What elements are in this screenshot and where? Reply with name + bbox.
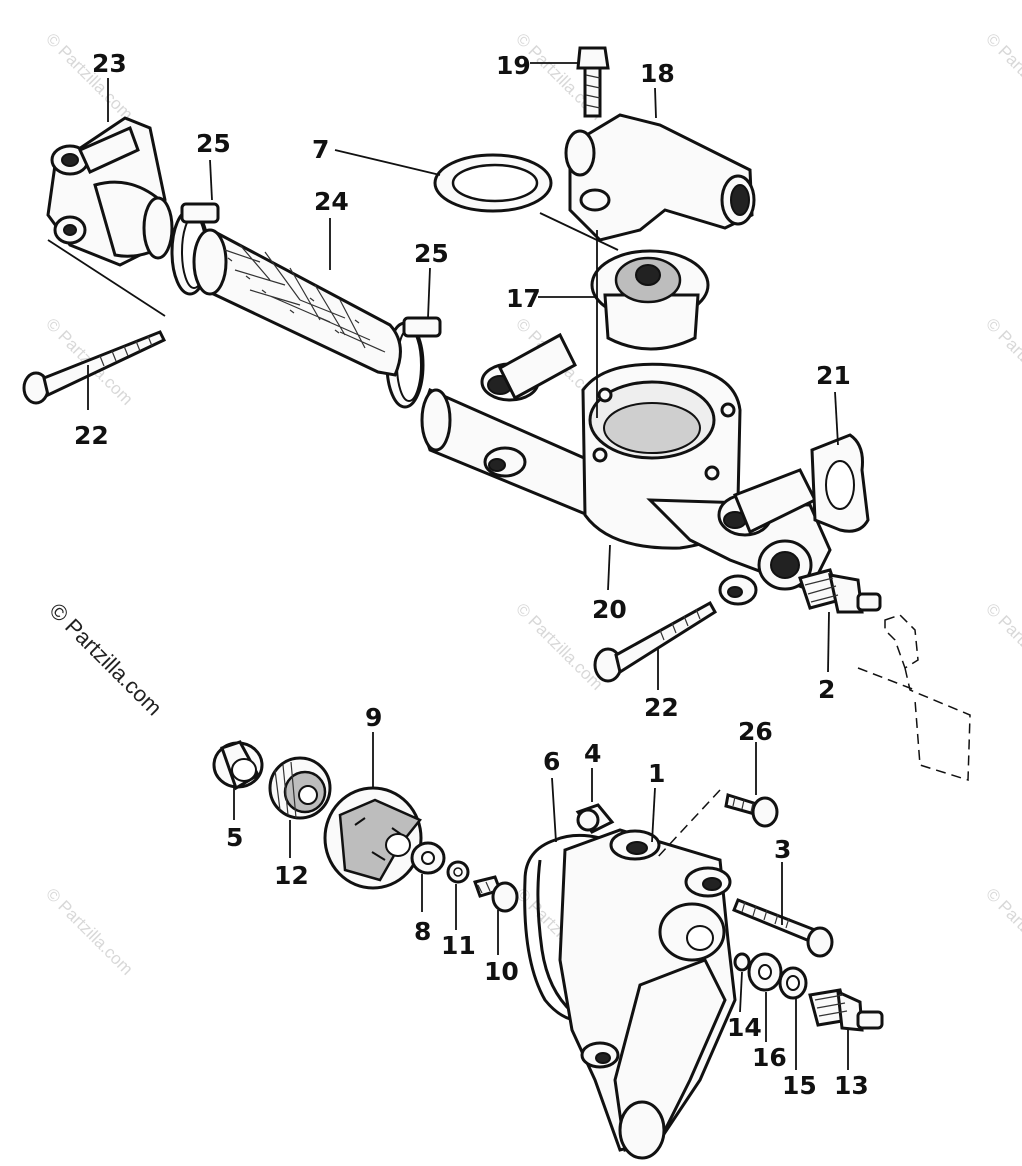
callout-4: 4	[584, 739, 601, 768]
callout-labels: 23 25 24 25 7 19 18 17 21 22 20 22 2 9 2…	[74, 49, 869, 1100]
thermostat-cover-18	[564, 113, 756, 242]
callout-26: 26	[738, 717, 773, 746]
callout-24: 24	[314, 187, 349, 216]
thermostat-gasket-7	[433, 153, 553, 213]
bolt-22-right	[593, 600, 717, 683]
leader-lines	[47, 62, 849, 1070]
impeller-9	[323, 786, 423, 890]
sensor-wire-dashed	[884, 614, 971, 782]
callout-16: 16	[752, 1043, 787, 1072]
bolt-3	[732, 898, 834, 958]
callout-7: 7	[312, 135, 329, 164]
main-watermark: © Partzilla.com	[44, 598, 167, 721]
callout-22-left: 22	[74, 421, 109, 450]
dowel-pin-4	[575, 803, 615, 834]
callout-25-left: 25	[196, 129, 231, 158]
watermark: © Partzilla.com	[982, 314, 1022, 408]
callout-11: 11	[441, 931, 476, 960]
callout-5: 5	[226, 823, 243, 852]
watermark: © Partzilla.com	[982, 599, 1022, 693]
watermark: © Partzilla.com	[982, 29, 1022, 123]
callout-10: 10	[484, 957, 519, 986]
callout-20: 20	[592, 595, 627, 624]
washer-8	[410, 841, 446, 875]
washer-14	[733, 952, 751, 972]
callout-1: 1	[648, 759, 665, 788]
drain-bolt-13	[808, 988, 884, 1032]
callout-17: 17	[506, 284, 541, 313]
water-pipe-20	[420, 332, 832, 606]
water-hose-24	[192, 228, 402, 377]
callout-15: 15	[782, 1071, 817, 1100]
water-pump-body-1	[558, 828, 737, 1160]
sensor-leader-dashed	[857, 667, 916, 691]
callout-18: 18	[640, 59, 675, 88]
callout-19: 19	[496, 51, 531, 80]
callout-8: 8	[414, 917, 431, 946]
callout-25-right: 25	[414, 239, 449, 268]
mechanical-seal-12	[268, 756, 332, 820]
watermark: © Partzilla.com	[982, 884, 1022, 978]
bolt-19	[576, 46, 610, 118]
callout-22-right: 22	[644, 693, 679, 722]
bolt-10	[473, 875, 519, 913]
callout-13: 13	[834, 1071, 869, 1100]
callout-12: 12	[274, 861, 309, 890]
temperature-sensor-2	[798, 568, 882, 614]
callout-21: 21	[816, 361, 851, 390]
thermostat-17	[590, 249, 710, 351]
callout-23: 23	[92, 49, 127, 78]
washer-16	[747, 952, 783, 992]
callout-9: 9	[365, 703, 382, 732]
oil-seal-5	[212, 740, 264, 791]
callout-3: 3	[774, 835, 791, 864]
callout-6: 6	[543, 747, 560, 776]
callout-2: 2	[818, 675, 835, 704]
callout-14: 14	[727, 1013, 762, 1042]
hose-clamp-25-right	[385, 316, 442, 409]
outlet-joint-23	[46, 116, 174, 267]
watermark: © Partzilla.com	[42, 884, 136, 978]
washer-11	[446, 860, 470, 884]
o-ring-6	[523, 833, 601, 1023]
gasket-21	[810, 433, 870, 533]
screw-26	[724, 793, 779, 828]
bolt-22-left	[22, 330, 167, 405]
washer-15	[778, 966, 808, 1000]
